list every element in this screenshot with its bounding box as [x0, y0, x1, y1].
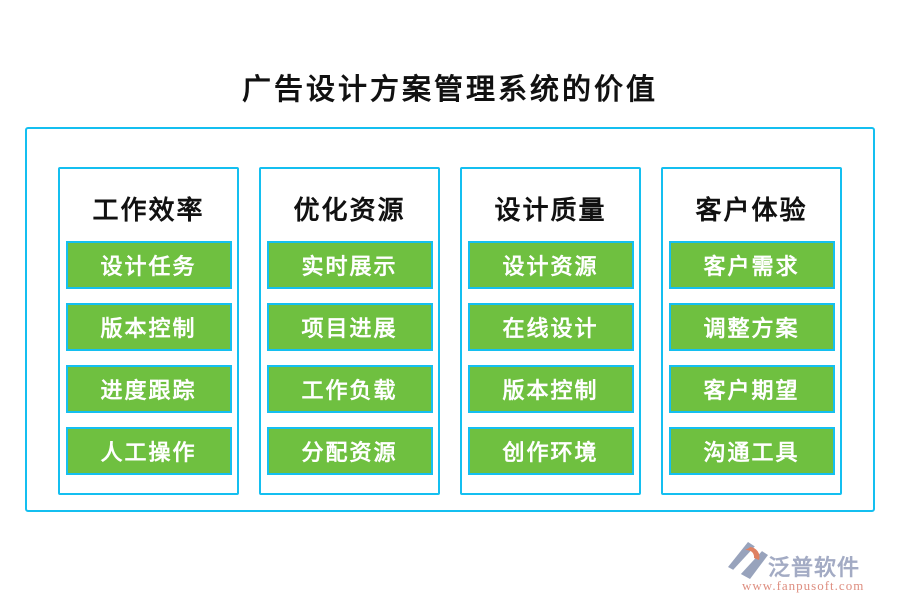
item-button[interactable]: 分配资源 [266, 427, 433, 475]
page-title: 广告设计方案管理系统的价值 [241, 74, 658, 106]
item-button[interactable]: 进度跟踪 [65, 365, 232, 413]
item-button[interactable]: 人工操作 [65, 427, 232, 475]
column-header: 客户体验 [695, 196, 808, 225]
item-button[interactable]: 创作环境 [467, 427, 634, 475]
brand-name: 泛普软件 [768, 554, 861, 580]
item-button[interactable]: 实时展示 [266, 241, 433, 289]
brand-url: www.fanpusoft.com [742, 578, 865, 593]
item-button[interactable]: 项目进展 [266, 303, 433, 351]
item-button[interactable]: 设计资源 [467, 241, 634, 289]
column-design-quality: 设计质量 设计资源 在线设计 版本控制 创作环境 [460, 167, 641, 495]
item-button[interactable]: 沟通工具 [668, 427, 835, 475]
item-button[interactable]: 客户期望 [668, 365, 835, 413]
column-header: 工作效率 [92, 196, 205, 225]
item-button[interactable]: 设计任务 [65, 241, 232, 289]
column-customer-experience: 客户体验 客户需求 调整方案 客户期望 沟通工具 [661, 167, 842, 495]
brand-logo: 泛普软件 www.fanpusoft.com [728, 542, 888, 594]
value-board: 工作效率 设计任务 版本控制 进度跟踪 人工操作 优化资源 实时展示 项目进展 … [25, 127, 875, 512]
item-button[interactable]: 工作负载 [266, 365, 433, 413]
column-resource-optimization: 优化资源 实时展示 项目进展 工作负载 分配资源 [259, 167, 440, 495]
item-button[interactable]: 在线设计 [467, 303, 634, 351]
item-button[interactable]: 客户需求 [668, 241, 835, 289]
item-button[interactable]: 版本控制 [467, 365, 634, 413]
item-button[interactable]: 调整方案 [668, 303, 835, 351]
column-header: 设计质量 [494, 196, 607, 225]
column-header: 优化资源 [293, 196, 406, 225]
column-work-efficiency: 工作效率 设计任务 版本控制 进度跟踪 人工操作 [58, 167, 239, 495]
item-button[interactable]: 版本控制 [65, 303, 232, 351]
fanpu-logo-icon [728, 542, 768, 580]
